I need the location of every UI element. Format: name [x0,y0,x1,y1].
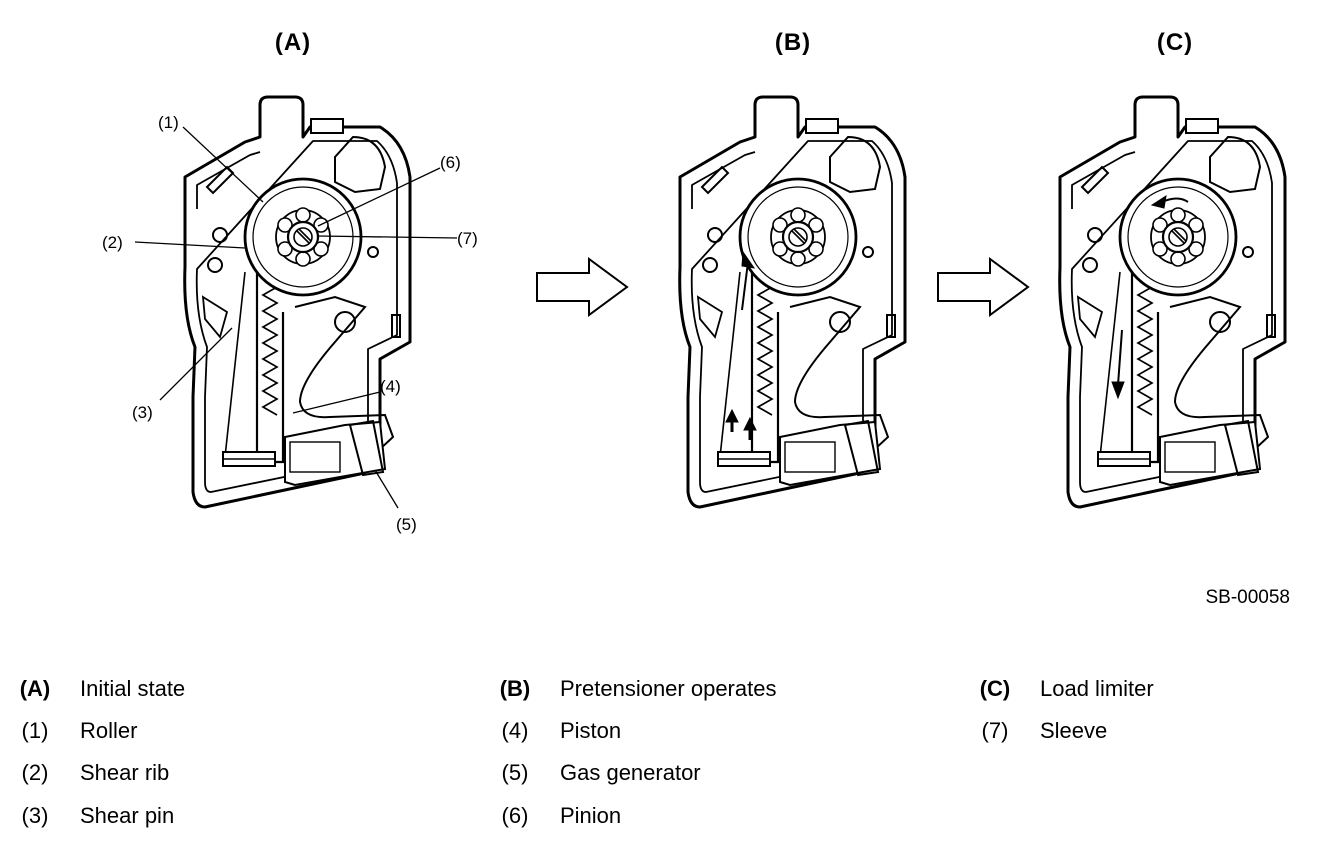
legend-text: Sleeve [1040,718,1108,743]
legend-text: Gas generator [560,760,701,785]
callout-6: (6) [440,153,461,172]
legend-key: (A) [19,676,51,701]
mechanism-initial-state [183,95,412,509]
callout-4: (4) [380,377,401,396]
legend-text: Shear pin [80,803,175,828]
legend-key: (7) [981,718,1009,743]
callout-1: (1) [158,113,179,132]
legend-text: Pretensioner operates [560,676,777,701]
legend-text: Piston [560,718,622,743]
legend-key: (3) [21,803,49,828]
legend-key: (5) [501,760,529,785]
mechanism-load-limiter [1058,95,1287,509]
figure-code: SB-00058 [1205,587,1290,608]
callout-leaders [134,126,458,509]
callout-2: (2) [102,233,123,252]
legend-text: Initial state [80,676,186,701]
motion-arrows-b [725,250,757,440]
legend-text: Shear rib [80,760,170,785]
callout-3: (3) [132,403,153,422]
callout-7: (7) [457,229,478,248]
legend-key: (6) [501,803,529,828]
panel-title-c: (C) [1157,29,1193,56]
pretensioner-diagram: (A) (B) (C) (1) (2) (3) (4) (5) (6) (7) [102,29,1290,608]
legend-key: (2) [21,760,49,785]
mechanism-pretensioner-operates [678,95,907,509]
callout-5: (5) [396,515,417,534]
transition-arrow-b-to-c [937,258,1029,316]
legend-key: (4) [501,718,529,743]
motion-arrows-c [1111,194,1189,400]
transition-arrow-a-to-b [536,258,628,316]
legend-key: (B) [499,676,531,701]
legend-text: Roller [80,718,138,743]
legend-key: (C) [979,676,1011,701]
legend-key: (1) [21,718,49,743]
panel-title-b: (B) [775,29,811,56]
legend-text: Load limiter [1040,676,1154,701]
panel-title-a: (A) [275,29,311,56]
legend-text: Pinion [560,803,622,828]
